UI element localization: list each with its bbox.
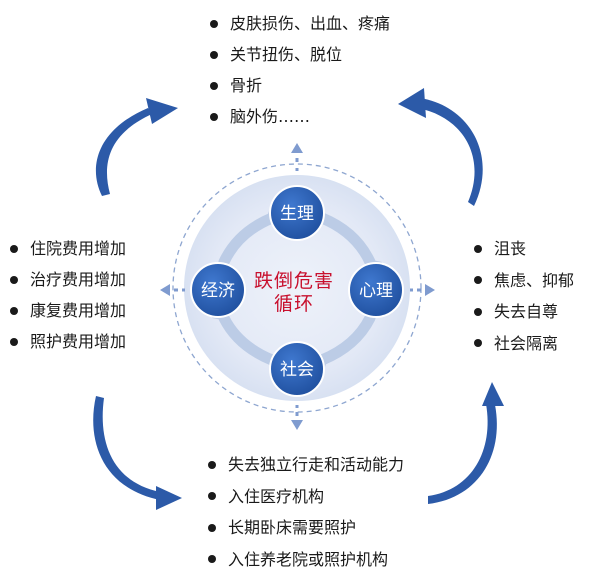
list-item: 长期卧床需要照护	[208, 512, 404, 544]
psychological-effects-list: 沮丧 焦虑、抑郁 失去自尊 社会隔离	[474, 233, 574, 359]
cycle-title-line1: 跌倒危害	[244, 270, 344, 293]
physical-effects-list: 皮肤损伤、出血、疼痛 关节扭伤、脱位 骨折 脑外伤……	[210, 8, 390, 132]
dash-up	[296, 168, 299, 171]
dash-left	[174, 289, 178, 292]
outer-arrow-top-right	[418, 98, 483, 206]
arrow-right-head	[425, 284, 435, 296]
list-item: 入住医疗机构	[208, 481, 404, 513]
outer-arrow-top-left	[96, 108, 152, 196]
cycle-title: 跌倒危害 循环	[244, 270, 344, 316]
dash-right	[410, 289, 413, 292]
outer-arrow-bottom-right	[428, 400, 497, 504]
node-label-right: 心理	[359, 281, 393, 301]
outer-arrowhead-bottom-left	[156, 486, 182, 510]
list-item: 入住养老院或照护机构	[208, 544, 404, 575]
dash-down	[296, 405, 299, 408]
list-item: 康复费用增加	[10, 295, 126, 326]
node-label-bottom: 社会	[280, 360, 314, 380]
arrow-left-head	[160, 284, 170, 296]
dash-left	[182, 289, 185, 292]
dash-down	[296, 412, 299, 416]
outer-arrowhead-top-left	[146, 98, 178, 124]
list-item: 沮丧	[474, 233, 574, 265]
outer-arrowhead-top-right	[398, 88, 426, 118]
list-item: 失去独立行走和活动能力	[208, 449, 404, 481]
outer-arrowhead-bottom-right	[482, 382, 504, 406]
list-item: 皮肤损伤、出血、疼痛	[210, 8, 390, 39]
list-item: 治疗费用增加	[10, 264, 126, 295]
list-item: 住院费用增加	[10, 233, 126, 264]
list-item: 脑外伤……	[210, 101, 390, 132]
arrow-down-head	[291, 420, 303, 430]
node-label-left: 经济	[201, 281, 235, 301]
list-item: 焦虑、抑郁	[474, 265, 574, 297]
arrow-up-head	[291, 143, 303, 153]
cycle-title-line2: 循环	[244, 293, 344, 316]
list-item: 社会隔离	[474, 328, 574, 360]
list-item: 关节扭伤、脱位	[210, 39, 390, 70]
node-label-top: 生理	[280, 204, 314, 224]
list-item: 失去自尊	[474, 296, 574, 328]
dash-right	[417, 289, 421, 292]
social-effects-list: 失去独立行走和活动能力 入住医疗机构 长期卧床需要照护 入住养老院或照护机构	[208, 449, 404, 575]
list-item: 骨折	[210, 70, 390, 101]
economic-effects-list: 住院费用增加 治疗费用增加 康复费用增加 照护费用增加	[10, 233, 126, 357]
dash-up	[296, 158, 299, 162]
outer-arrow-bottom-left	[93, 396, 160, 500]
list-item: 照护费用增加	[10, 326, 126, 357]
